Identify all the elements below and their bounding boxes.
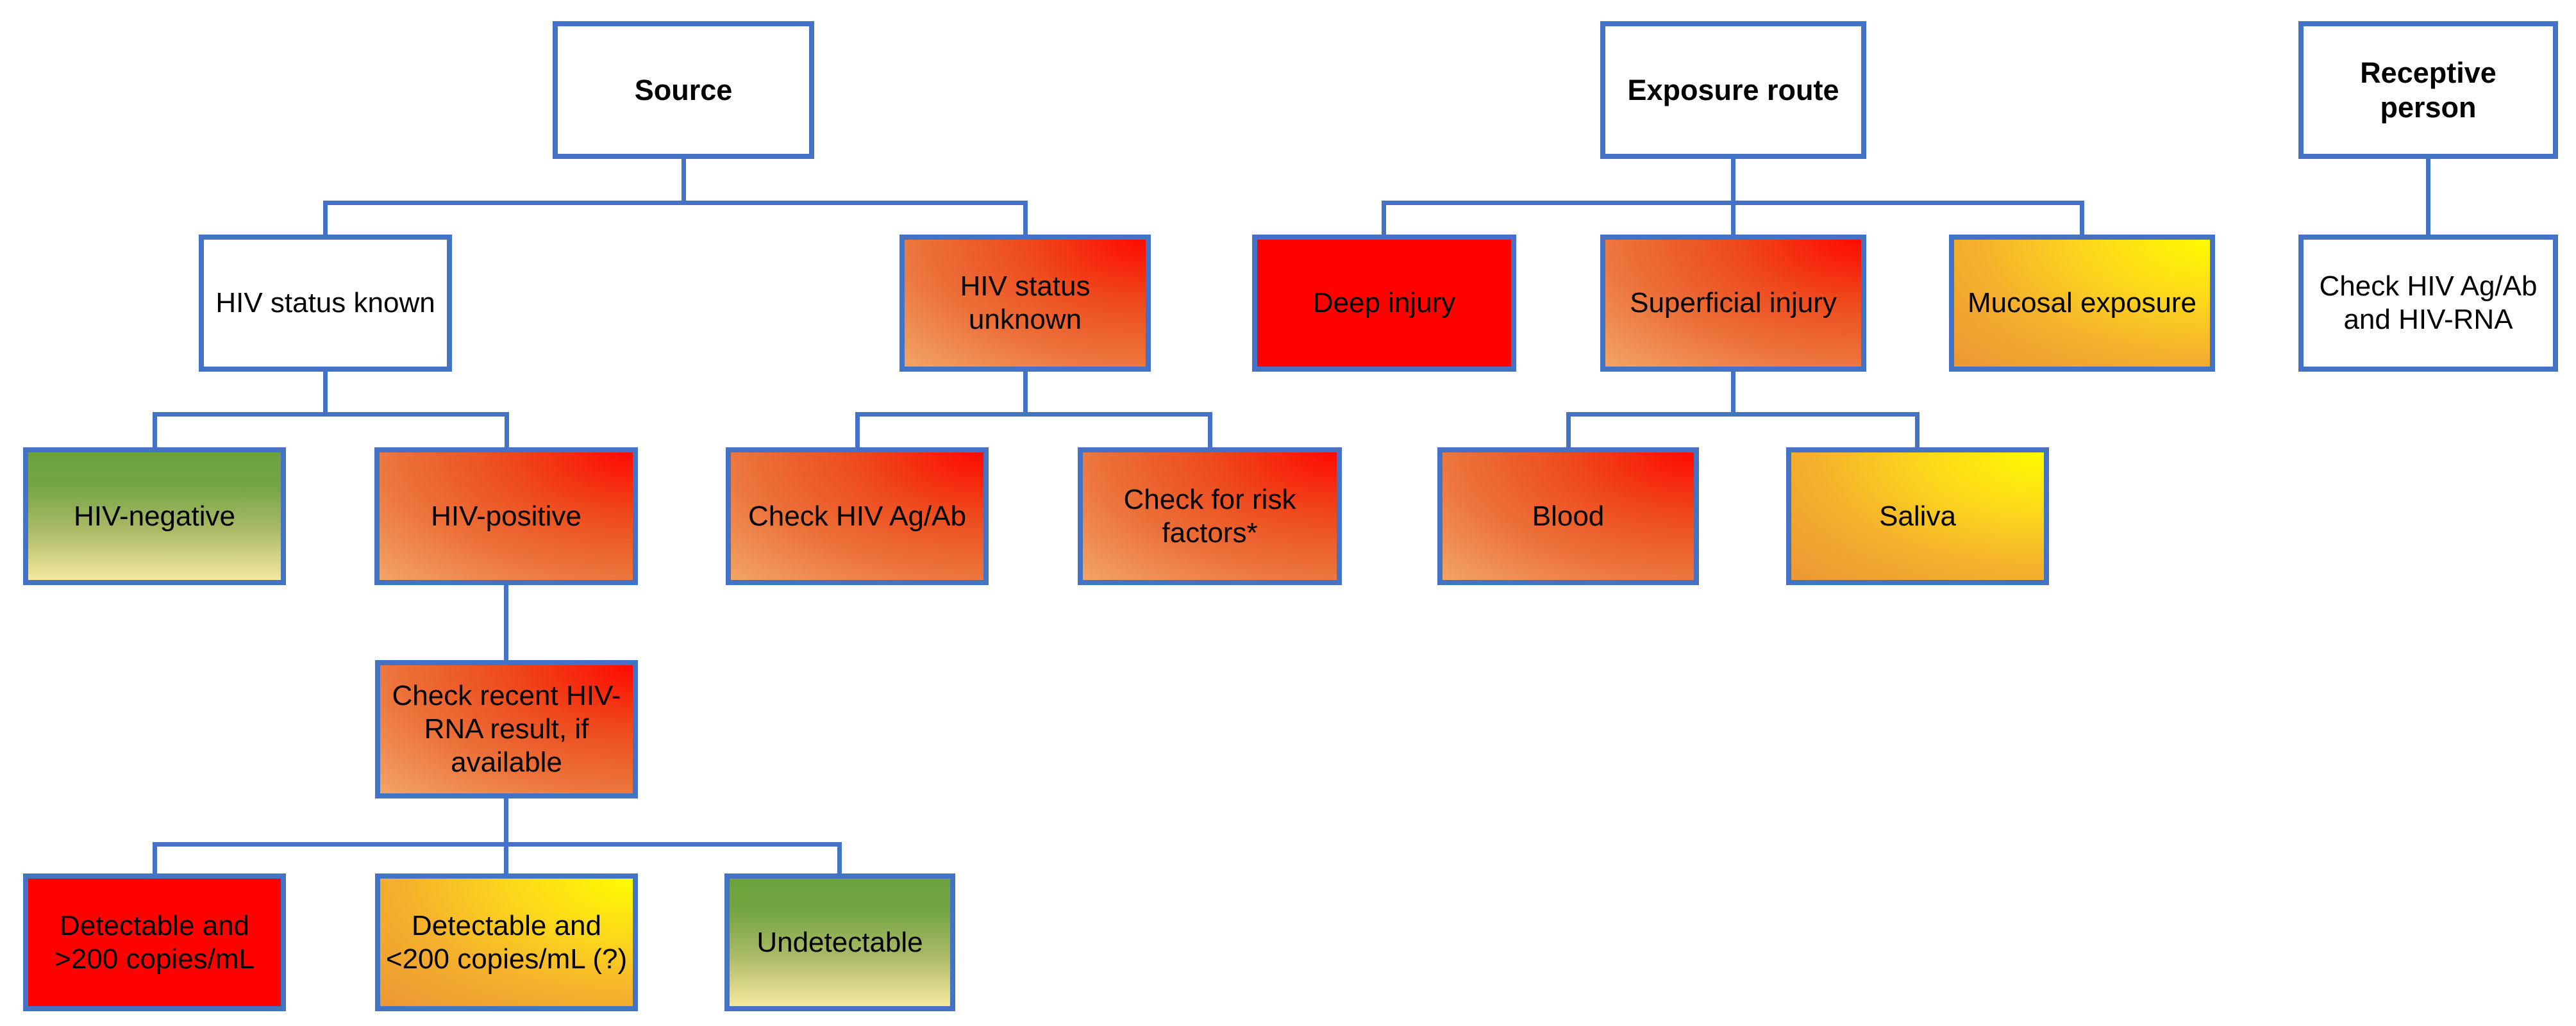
node-hiv-positive: HIV-positive [374, 447, 638, 585]
connector-check-rna-rail [153, 842, 842, 847]
connector-positive-to-check-rna [504, 585, 508, 660]
connector-known-stem [323, 372, 328, 414]
connector-drop-hiv-status-known [323, 201, 328, 235]
connector-drop-check-hiv-agab [855, 412, 860, 447]
connector-source-stem [682, 159, 686, 203]
node-source: Source [553, 21, 814, 159]
connector-exposure-rail [1382, 201, 2084, 205]
connector-drop-detectable-over-200 [153, 842, 157, 873]
connector-drop-blood [1566, 412, 1571, 447]
node-hiv-status-known: HIV status known [199, 235, 452, 372]
node-detectable-over-200: Detectable and >200 copies/mL [23, 873, 286, 1011]
connector-drop-check-risk-factors [1208, 412, 1212, 447]
connector-unknown-stem [1023, 372, 1028, 414]
connector-drop-hiv-positive [505, 412, 509, 447]
connector-drop-undetectable [837, 842, 842, 873]
connector-source-rail [323, 201, 1026, 205]
connector-known-rail [153, 412, 509, 417]
node-hiv-negative: HIV-negative [23, 447, 286, 585]
node-exposure-route: Exposure route [1600, 21, 1866, 159]
connector-exposure-stem [1731, 159, 1735, 235]
node-detectable-under-200: Detectable and <200 copies/mL (?) [375, 873, 638, 1011]
node-check-hiv-agab: Check HIV Ag/Ab [726, 447, 989, 585]
connector-superficial-stem [1731, 372, 1735, 414]
node-receptive-person: Receptive person [2298, 21, 2558, 159]
connector-receptive-stem [2426, 159, 2430, 235]
node-check-hiv-agab-and-rna: Check HIV Ag/Ab and HIV-RNA [2298, 235, 2558, 372]
connector-drop-mucosal-exposure [2080, 201, 2084, 235]
connector-unknown-rail [855, 412, 1212, 417]
node-mucosal-exposure: Mucosal exposure [1949, 235, 2215, 372]
node-saliva: Saliva [1786, 447, 2049, 585]
node-blood: Blood [1437, 447, 1699, 585]
node-undetectable: Undetectable [724, 873, 955, 1011]
node-deep-injury: Deep injury [1252, 235, 1516, 372]
node-hiv-status-unknown: HIV status unknown [899, 235, 1151, 372]
connector-superficial-rail [1566, 412, 1919, 417]
connector-drop-deep-injury [1382, 201, 1386, 235]
connector-check-rna-stem [504, 798, 508, 873]
node-superficial-injury: Superficial injury [1600, 235, 1866, 372]
connector-drop-saliva [1915, 412, 1919, 447]
connector-drop-hiv-negative [153, 412, 157, 447]
connector-drop-hiv-status-unknown [1023, 201, 1028, 235]
node-check-risk-factors: Check for risk factors* [1078, 447, 1342, 585]
node-check-recent-hiv-rna: Check recent HIV-RNA result, if availabl… [375, 660, 638, 798]
